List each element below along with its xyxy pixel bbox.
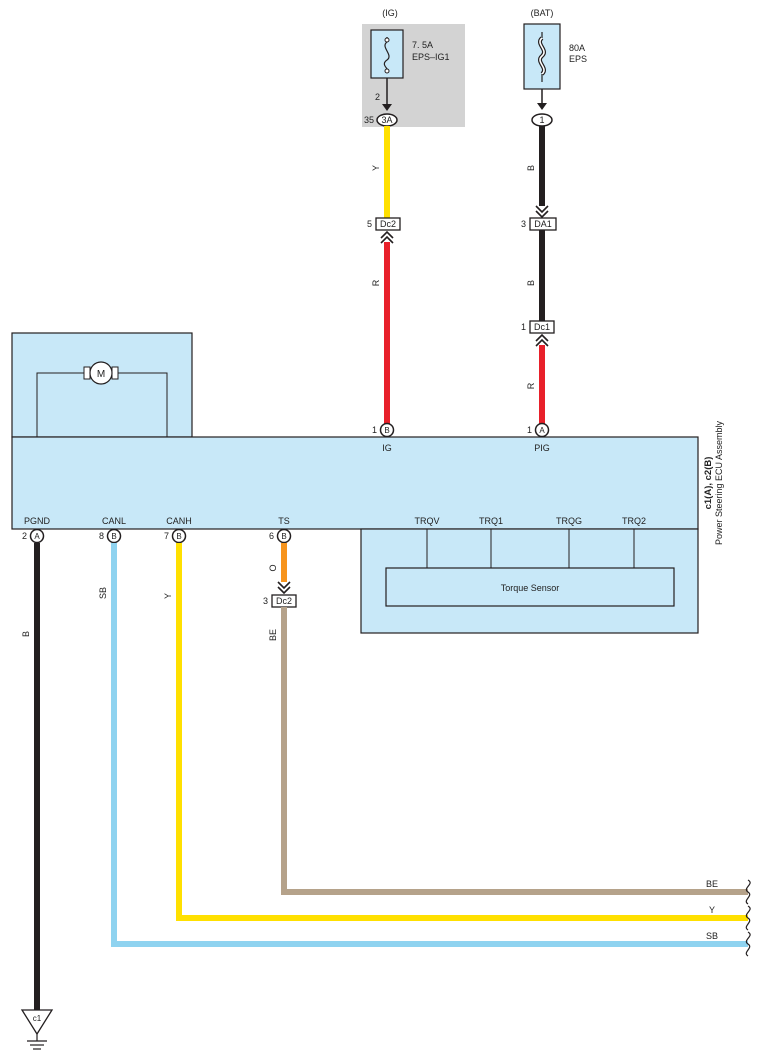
arrow-icon: [382, 104, 392, 111]
ground-label: c1: [33, 1014, 42, 1023]
svg-text:7: 7: [164, 531, 169, 541]
svg-text:A: A: [34, 532, 40, 541]
torque-sensor-box: [385, 567, 675, 607]
connector-chevron-icon: [535, 333, 549, 347]
wire-label-sb: SB: [706, 931, 718, 941]
torque-sensor-label: Torque Sensor: [501, 583, 560, 593]
bat-fuse-name: EPS: [569, 54, 587, 64]
svg-text:B: B: [111, 532, 116, 541]
svg-text:TRQV: TRQV: [414, 516, 439, 526]
connector-pin: 3: [263, 596, 268, 606]
svg-text:1: 1: [527, 425, 532, 435]
ecu-title: c1(A), c2(B) Power Steering ECU Assembly: [703, 420, 724, 545]
sensor-pin-trq2: TRQ2: [622, 516, 646, 568]
wire-color-label: B: [526, 280, 536, 286]
wire-color-label: BE: [268, 629, 278, 641]
svg-text:PIG: PIG: [534, 443, 550, 453]
arrow-icon: [537, 103, 547, 110]
ig-source-label: (IG): [382, 8, 398, 18]
wire-color-label: R: [526, 382, 536, 389]
ig-connector-pin: 35: [364, 115, 374, 125]
wire-canh-yellow: [176, 543, 748, 921]
connector-name: Dc2: [276, 596, 292, 606]
wire-color-label: Y: [163, 593, 173, 599]
connector-chevron-icon: [535, 205, 549, 219]
motor-label: M: [97, 369, 105, 380]
svg-text:TRQ2: TRQ2: [622, 516, 646, 526]
ecu-pin-pgnd: PGND A 2: [22, 516, 51, 544]
connector-chevron-icon: [380, 230, 394, 244]
svg-text:CANH: CANH: [166, 516, 192, 526]
svg-text:1: 1: [372, 425, 377, 435]
svg-text:TRQ1: TRQ1: [479, 516, 503, 526]
ecu-pin-pig: A 1 PIG: [527, 422, 550, 453]
svg-text:IG: IG: [382, 443, 392, 453]
ig-connector-label: 3A: [381, 115, 392, 125]
svg-text:PGND: PGND: [24, 516, 51, 526]
ecu-pin-ts: TS B 6: [269, 516, 292, 544]
svg-text:B: B: [176, 532, 181, 541]
wire-ts-beige: [281, 607, 748, 895]
sensor-pin-trqv: TRQV: [414, 516, 440, 568]
wire-color-label: B: [21, 631, 31, 637]
wire-color-label: B: [526, 165, 536, 171]
ig-fuse-pin: 2: [375, 92, 380, 102]
wire-label-be: BE: [706, 879, 718, 889]
wire-break-icon: [745, 879, 751, 957]
wire-label-y: Y: [709, 905, 715, 915]
wire-color-label: SB: [98, 587, 108, 599]
connector-chevron-icon: [277, 581, 291, 595]
svg-text:8: 8: [99, 531, 104, 541]
ecu-main-body: [11, 436, 699, 530]
connector-pin: 5: [367, 219, 372, 229]
connector-pin: 3: [521, 219, 526, 229]
connector-name: DA1: [534, 219, 552, 229]
bat-connector-label: 1: [539, 115, 544, 125]
ecu-pin-ig: B 1 IG: [372, 422, 395, 453]
ground-icon: [20, 1009, 54, 1050]
sensor-pin-trq1: TRQ1: [479, 516, 503, 568]
fuse-icon: [383, 37, 390, 74]
svg-text:Power Steering ECU Assembly: Power Steering ECU Assembly: [714, 420, 724, 545]
connector-dc1: [529, 320, 555, 334]
bat-source-label: (BAT): [531, 8, 554, 18]
wire-color-label: Y: [371, 165, 381, 171]
svg-text:CANL: CANL: [102, 516, 126, 526]
ecu-pin-canh: CANH B 7: [164, 516, 192, 544]
svg-text:B: B: [384, 426, 389, 435]
bat-fuse-rating: 80A: [569, 43, 585, 53]
svg-text:c1(A), c2(B): c1(A), c2(B): [703, 457, 714, 510]
svg-text:A: A: [539, 426, 545, 435]
svg-text:B: B: [281, 532, 286, 541]
ig-fuse-name: EPS–IG1: [412, 52, 450, 62]
connector-name: Dc1: [534, 322, 550, 332]
svg-text:2: 2: [22, 531, 27, 541]
wire-color-label: R: [371, 279, 381, 286]
ecu-pin-canl: CANL B 8: [99, 516, 126, 544]
connector-pin: 1: [521, 322, 526, 332]
ig-fuse-rating: 7. 5A: [412, 40, 433, 50]
motor-icon: [36, 361, 168, 437]
fusible-link-icon: [538, 32, 546, 82]
svg-text:6: 6: [269, 531, 274, 541]
wire-canl-skyblue: [111, 543, 748, 947]
sensor-pin-trqg: TRQG: [556, 516, 582, 568]
wire-color-label: O: [268, 564, 278, 571]
connector-name: Dc2: [380, 219, 396, 229]
svg-text:TS: TS: [278, 516, 290, 526]
connector-dc2-top: [375, 217, 401, 231]
motor-housing: [11, 332, 193, 438]
svg-text:TRQG: TRQG: [556, 516, 582, 526]
